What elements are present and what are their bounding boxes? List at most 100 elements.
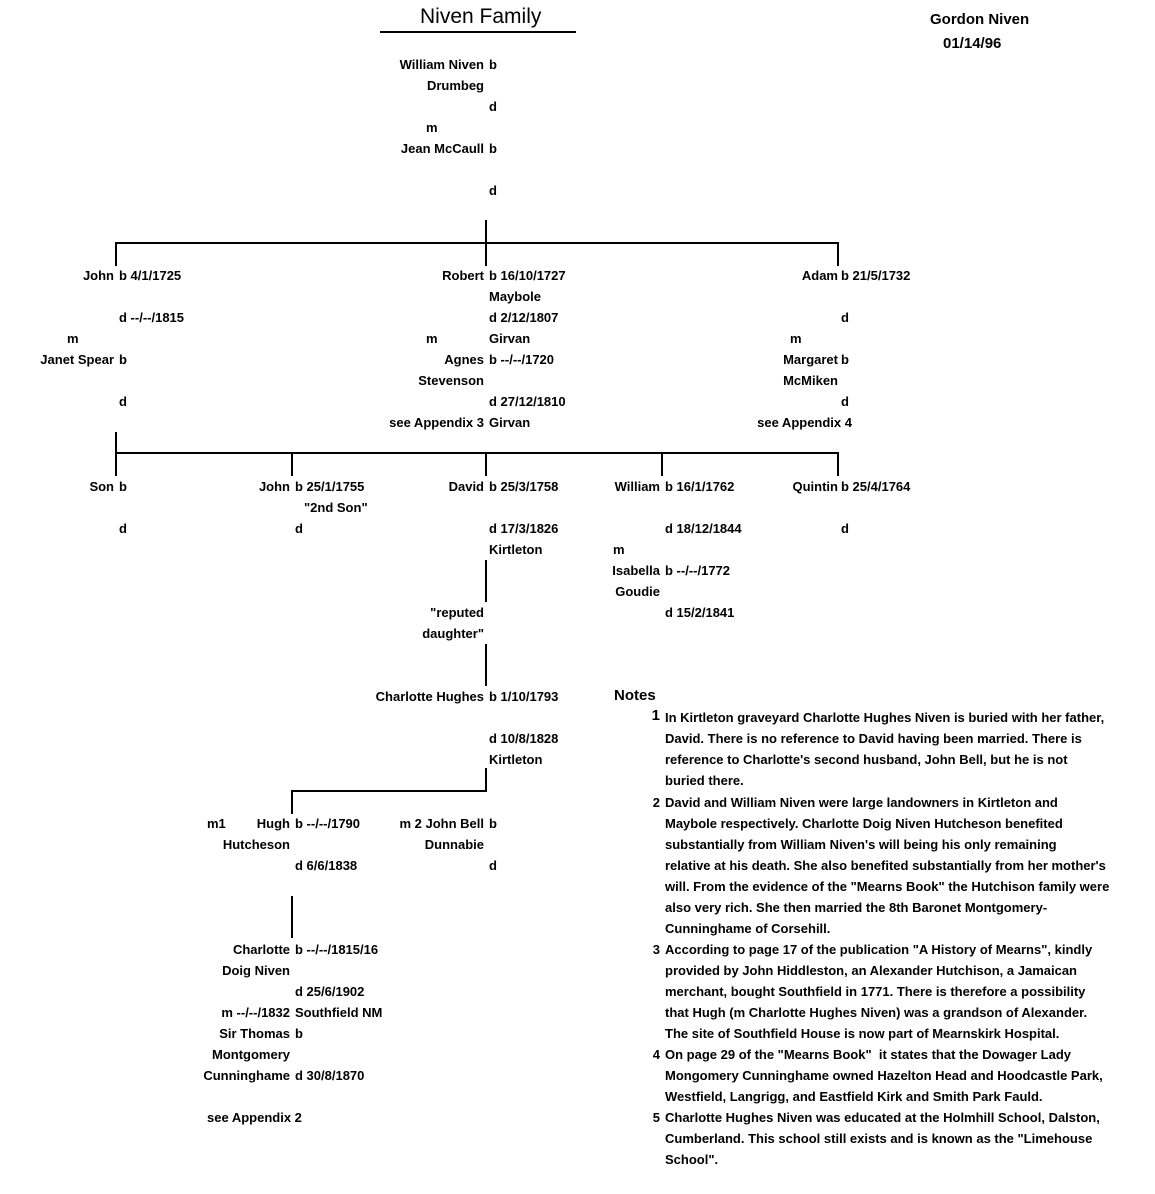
- marriage-label: m: [67, 331, 79, 346]
- note-line: Mongomery Cunninghame owned Hazelton Hea…: [665, 1068, 1103, 1083]
- death-date: d 15/2/1841: [665, 605, 735, 620]
- death-date: d 6/6/1838: [295, 858, 358, 873]
- marriage-line: [291, 790, 487, 792]
- person-surname: Doig Niven: [222, 963, 290, 978]
- person-note: "2nd Son": [304, 500, 368, 515]
- death-place: Kirtleton: [489, 752, 543, 767]
- note-line: will. From the evidence of the "Mearns B…: [665, 879, 1110, 894]
- birth-date: b --/--/1790: [295, 816, 361, 831]
- person-name: John: [258, 479, 290, 494]
- person-name: Quintin: [792, 479, 839, 494]
- death-date: d 2/12/1807: [489, 310, 559, 325]
- person-name: Robert: [442, 268, 484, 283]
- spouse-name: Agnes: [444, 352, 484, 367]
- note-line: that Hugh (m Charlotte Hughes Niven) was…: [665, 1005, 1088, 1020]
- birth-label: b: [119, 479, 127, 494]
- spouse-name: Margaret: [783, 352, 838, 367]
- spouse-surname: Montgomery: [212, 1047, 290, 1062]
- person-name: Charlotte: [232, 942, 290, 957]
- note-line: Charlotte Hughes Niven was educated at t…: [665, 1110, 1100, 1125]
- birth-label: b: [489, 816, 497, 831]
- birth-date: b 21/5/1732: [841, 268, 911, 283]
- birth-label: b: [489, 57, 497, 72]
- death-date: d 18/12/1844: [665, 521, 742, 536]
- spouse-surname: Cunninghame: [203, 1068, 290, 1083]
- appendix-reference: see Appendix 4: [757, 415, 852, 430]
- death-label: d: [841, 394, 849, 409]
- note-number: 5: [652, 1110, 660, 1125]
- descent-line: [115, 432, 117, 454]
- marriage-label: m: [790, 331, 802, 346]
- descent-line: [291, 896, 293, 938]
- birth-date: b 16/10/1727: [489, 268, 566, 283]
- person-name: David: [448, 479, 484, 494]
- appendix-reference: see Appendix 3: [389, 415, 484, 430]
- birth-date: b 16/1/1762: [665, 479, 735, 494]
- marriage-label: m1: [207, 816, 226, 831]
- marriage-label: m: [613, 542, 625, 557]
- birth-date: b 25/1/1755: [295, 479, 365, 494]
- note-line: reference to Charlotte's second husband,…: [665, 752, 1068, 767]
- marriage-label: m: [426, 331, 438, 346]
- child-drop-line: [291, 790, 293, 814]
- death-label: d: [119, 521, 127, 536]
- relationship-note: daughter": [422, 626, 484, 641]
- person-name: Charlotte Hughes: [375, 689, 484, 704]
- page-title: Niven Family: [420, 5, 542, 28]
- death-label: d: [841, 521, 849, 536]
- spouse-name: Janet Spear: [40, 352, 114, 367]
- note-line: In Kirtleton graveyard Charlotte Hughes …: [665, 710, 1105, 725]
- child-drop-line: [837, 242, 839, 266]
- note-line: Cunninghame of Corsehill.: [665, 921, 831, 936]
- note-line: provided by John Hiddleston, an Alexande…: [665, 963, 1077, 978]
- person-name: John: [82, 268, 114, 283]
- death-date: d 25/6/1902: [295, 984, 365, 999]
- birth-label: b: [295, 1026, 303, 1041]
- note-line: also very rich. She then married the 8th…: [665, 900, 1048, 915]
- marriage-date: m --/--/1832: [221, 1005, 290, 1020]
- descent-line: [485, 560, 487, 602]
- person-name: Adam: [801, 268, 838, 283]
- note-line: relative at his death. She also benefite…: [665, 858, 1106, 873]
- birth-label: b: [841, 352, 849, 367]
- spouse-surname: Goudie: [615, 584, 660, 599]
- note-line: David. There is no reference to David ha…: [665, 731, 1082, 746]
- descent-line: [485, 220, 487, 244]
- author-name: Gordon Niven: [930, 11, 1030, 28]
- marriage-label: m: [426, 120, 438, 135]
- note-line: Cumberland. This school still exists and…: [665, 1131, 1093, 1146]
- birth-date: b 4/1/1725: [119, 268, 182, 283]
- death-place: Girvan: [489, 415, 531, 430]
- death-place: Southfield NM: [295, 1005, 383, 1020]
- child-drop-line: [115, 452, 117, 476]
- birth-label: b: [489, 141, 497, 156]
- spouse-name: Isabella: [612, 563, 660, 578]
- appendix-reference: see Appendix 2: [207, 1110, 302, 1125]
- child-drop-line: [661, 452, 663, 476]
- death-place: Girvan: [489, 331, 531, 346]
- sibling-line: [115, 242, 839, 244]
- birth-date: b 25/3/1758: [489, 479, 559, 494]
- residence-place: Dunnabie: [424, 837, 484, 852]
- death-label: d: [119, 394, 127, 409]
- descent-line: [485, 768, 487, 792]
- spouse-surname: McMiken: [783, 373, 838, 388]
- death-date: d 27/12/1810: [489, 394, 566, 409]
- note-line: The site of Southfield House is now part…: [665, 1026, 1060, 1041]
- note-number: 4: [652, 1047, 660, 1062]
- relationship-note: "reputed: [430, 605, 484, 620]
- birth-date: b 25/4/1764: [841, 479, 911, 494]
- death-place: Kirtleton: [489, 542, 543, 557]
- death-date: d 10/8/1828: [489, 731, 559, 746]
- title-underline: [380, 31, 576, 33]
- spouse-name: Sir Thomas: [219, 1026, 290, 1041]
- death-label: d: [841, 310, 849, 325]
- death-label: d: [489, 858, 497, 873]
- child-drop-line: [115, 242, 117, 266]
- birth-date: b --/--/1720: [489, 352, 555, 367]
- death-label: d: [295, 521, 303, 536]
- birth-date: b --/--/1815/16: [295, 942, 379, 957]
- death-label: d: [489, 183, 497, 198]
- person-name: Son: [89, 479, 114, 494]
